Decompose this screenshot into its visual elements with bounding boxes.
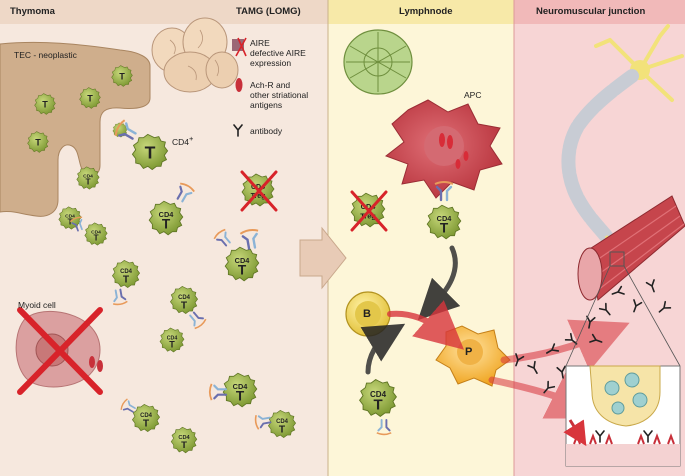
svg-text:CD4: CD4 — [140, 413, 153, 419]
muscle-fiber-icon — [577, 195, 685, 301]
cross-mark-icon — [350, 190, 388, 232]
nmj-zoom-inset — [563, 365, 681, 467]
svg-text:T: T — [236, 389, 245, 404]
legend-aire: AIRE defective AIRE expression — [250, 38, 306, 68]
svg-text:T: T — [181, 301, 188, 312]
header-lymphnode: Lymphnode — [399, 6, 453, 17]
achr-antigen-icon — [235, 78, 243, 92]
svg-text:CD4: CD4 — [65, 213, 75, 219]
svg-text:T: T — [93, 232, 99, 242]
header-thymoma: Thymoma — [10, 6, 55, 17]
zoom-line — [623, 265, 681, 367]
cross-mark-icon — [235, 37, 247, 57]
svg-text:CD4: CD4 — [178, 435, 190, 441]
b-cell — [345, 291, 391, 337]
svg-text:CD4: CD4 — [167, 335, 178, 341]
nmj-header-bar — [514, 0, 685, 24]
svg-text:T: T — [440, 221, 449, 236]
activation-arrow — [360, 323, 406, 375]
zoom-line — [565, 265, 611, 367]
svg-text:T: T — [85, 176, 91, 186]
plasma-cell-label: P — [465, 346, 473, 358]
cross-mark-icon — [17, 307, 103, 395]
svg-text:T: T — [87, 93, 93, 103]
svg-text:T: T — [123, 275, 130, 286]
svg-text:CD4: CD4 — [91, 229, 101, 235]
thymoma-header-bar — [0, 0, 328, 24]
apc-label: APC — [464, 90, 482, 100]
transition-arrow — [299, 226, 347, 290]
svg-text:T: T — [169, 340, 175, 350]
svg-text:Treg: Treg — [360, 211, 375, 220]
svg-text:CD4: CD4 — [233, 382, 249, 391]
svg-text:T: T — [162, 217, 171, 232]
svg-text:CD4: CD4 — [178, 295, 191, 301]
svg-text:T: T — [181, 440, 187, 451]
svg-text:CD4: CD4 — [120, 269, 133, 275]
lymphnode-header-bar — [328, 0, 514, 24]
svg-text:CD4: CD4 — [235, 256, 251, 265]
header-nmj: Neuromuscular junction — [536, 6, 646, 17]
svg-text:CD4: CD4 — [361, 202, 377, 211]
apc-cell — [384, 99, 503, 199]
neuron-icon — [561, 24, 684, 251]
header-tamg: TAMG (LOMG) — [236, 6, 301, 17]
myoid-cell — [15, 307, 103, 395]
svg-text:CD4: CD4 — [159, 210, 175, 219]
svg-text:CD4: CD4 — [83, 173, 93, 179]
svg-text:T: T — [373, 397, 382, 414]
svg-text:T: T — [145, 143, 156, 163]
svg-text:Treg: Treg — [251, 193, 266, 200]
cd4-label: CD4+ — [172, 134, 194, 147]
legend-antibody: antibody — [250, 126, 283, 136]
svg-text:T: T — [279, 425, 286, 436]
cross-mark-icon — [240, 170, 278, 212]
myoid-label: Myoid cell — [18, 300, 56, 310]
thymus-organ-icon — [151, 17, 239, 93]
legend-achr: Ach-R and other striational antigens — [250, 80, 309, 110]
svg-text:T: T — [42, 99, 48, 109]
svg-text:CD4: CD4 — [276, 419, 289, 425]
svg-text:CD4: CD4 — [251, 184, 265, 191]
differentiation-arrow — [387, 300, 465, 350]
svg-text:CD4: CD4 — [437, 214, 453, 223]
svg-text:CD4: CD4 — [370, 390, 387, 399]
tec-label: TEC - neoplastic — [14, 50, 77, 60]
svg-text:T: T — [143, 419, 150, 430]
b-cell-label: B — [363, 308, 371, 320]
lymph-node-icon — [343, 29, 413, 95]
svg-text:T: T — [119, 71, 125, 81]
svg-text:T: T — [238, 263, 247, 278]
svg-text:T: T — [35, 137, 41, 147]
